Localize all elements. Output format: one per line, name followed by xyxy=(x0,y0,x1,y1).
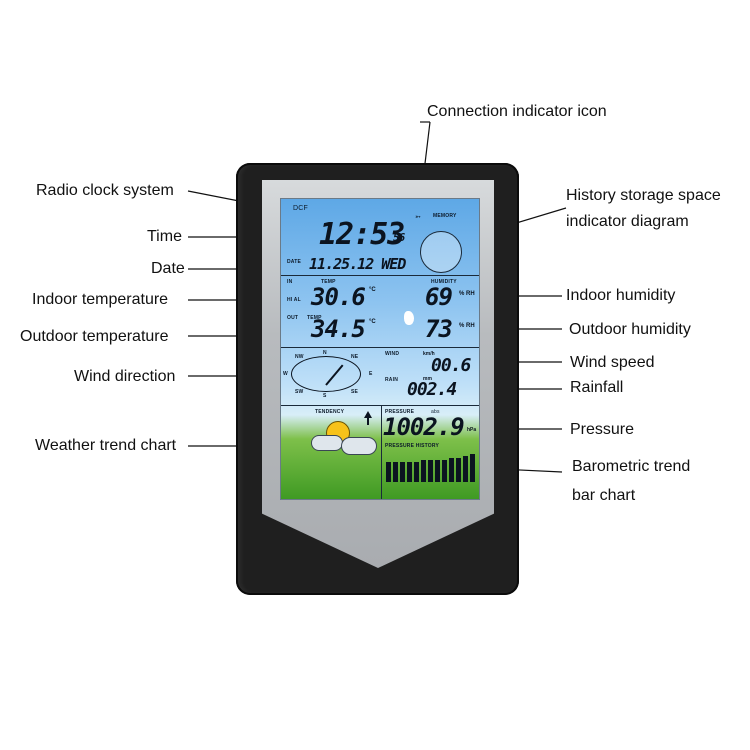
dcf-label: DCF xyxy=(293,205,308,212)
dove-icon xyxy=(404,311,414,325)
callout-outdoor-humidity: Outdoor humidity xyxy=(569,321,691,338)
cloud-icon xyxy=(311,435,343,451)
tendency-label: TENDENCY xyxy=(315,409,345,415)
memory-label: MEMORY xyxy=(433,213,457,219)
compass-e: E xyxy=(369,371,373,377)
connection-icon: ➳ xyxy=(415,214,421,221)
compass-nw: NW xyxy=(295,354,304,360)
wind-speed-display: 00.6 xyxy=(431,355,471,376)
outdoor-humidity-unit: % RH xyxy=(459,323,475,329)
seconds-display: 56 xyxy=(393,231,405,244)
humidity-label: HUMIDITY xyxy=(431,279,457,285)
pressure-history-bar xyxy=(470,454,475,482)
date-label: DATE xyxy=(287,259,302,265)
wind-compass xyxy=(291,356,361,392)
callout-history-line1: History storage space xyxy=(566,187,721,204)
temp-label-out: TEMP xyxy=(307,315,322,321)
wind-unit: km/h xyxy=(423,351,435,357)
compass-sw: SW xyxy=(295,389,304,395)
cloud-icon xyxy=(341,437,377,455)
pressure-history-bar xyxy=(442,460,447,482)
pressure-display: 1002.9 xyxy=(383,413,465,441)
callout-indoor-temperature: Indoor temperature xyxy=(32,291,169,308)
pressure-label: PRESSURE xyxy=(385,409,415,415)
callout-date: Date xyxy=(151,260,185,277)
pressure-history-bar xyxy=(463,456,468,482)
callout-indoor-humidity: Indoor humidity xyxy=(566,287,676,304)
pressure-history-bar xyxy=(407,462,412,482)
outdoor-temp-unit: °C xyxy=(369,319,376,325)
separator xyxy=(281,347,479,348)
indoor-temp-display: 30.6 xyxy=(311,283,366,311)
pressure-history-bar xyxy=(449,458,454,482)
rain-unit: mm xyxy=(423,376,432,382)
pressure-history-bar xyxy=(414,462,419,482)
compass-s: S xyxy=(323,393,327,399)
outdoor-humidity-display: 73 xyxy=(425,315,453,343)
outdoor-temp-display: 34.5 xyxy=(311,315,366,343)
callout-outdoor-temperature: Outdoor temperature xyxy=(20,328,169,345)
compass-w: W xyxy=(283,371,288,377)
callout-time: Time xyxy=(147,228,182,245)
abs-label: abs xyxy=(431,409,440,415)
callout-baro-line2: bar chart xyxy=(572,487,636,504)
trend-up-arrow-stem xyxy=(367,417,369,425)
pressure-history-bar xyxy=(428,460,433,482)
callout-rainfall: Rainfall xyxy=(570,379,624,396)
rain-label: RAIN xyxy=(385,377,399,383)
memory-diagram xyxy=(420,231,462,273)
pressure-history-bar xyxy=(386,462,391,482)
pressure-history-bar xyxy=(400,462,405,482)
pressure-history-bar xyxy=(421,460,426,482)
pressure-unit: hPa xyxy=(467,427,477,433)
temp-label: TEMP xyxy=(321,279,336,285)
compass-n: N xyxy=(323,350,327,356)
callout-baro-line1: Barometric trend xyxy=(572,458,691,475)
callout-history-line2: indicator diagram xyxy=(566,213,689,230)
indoor-humidity-display: 69 xyxy=(425,283,453,311)
time-display: 12:53 xyxy=(319,217,405,252)
indoor-temp-unit: °C xyxy=(369,287,376,293)
indoor-hi-al: HI AL xyxy=(287,297,301,303)
compass-ne: NE xyxy=(351,354,359,360)
callout-weather-trend: Weather trend chart xyxy=(35,437,177,454)
pressure-history-label: PRESSURE HISTORY xyxy=(385,443,440,449)
pressure-history-bar xyxy=(456,458,461,482)
lcd-screen: DCF MEMORY ➳ 12:53 56 DATE 11.25.12 WED … xyxy=(280,198,480,500)
out-label: OUT xyxy=(287,315,299,321)
separator xyxy=(381,405,382,499)
callout-wind-speed: Wind speed xyxy=(570,354,655,371)
compass-se: SE xyxy=(351,389,359,395)
callout-connection-indicator: Connection indicator icon xyxy=(427,103,607,120)
trend-up-arrow-icon xyxy=(364,411,372,418)
callout-radio-clock: Radio clock system xyxy=(36,182,174,199)
separator xyxy=(281,275,479,276)
pressure-history-bar xyxy=(393,462,398,482)
date-display: 11.25.12 WED xyxy=(309,255,406,273)
in-label: IN xyxy=(287,279,293,285)
indoor-humidity-unit: % RH xyxy=(459,291,475,297)
wind-label: WIND xyxy=(385,351,400,357)
pressure-history-bar xyxy=(435,460,440,482)
callout-pressure: Pressure xyxy=(570,421,635,438)
callout-wind-direction: Wind direction xyxy=(74,368,176,385)
separator xyxy=(281,405,479,406)
rainfall-display: 002.4 xyxy=(407,379,457,400)
